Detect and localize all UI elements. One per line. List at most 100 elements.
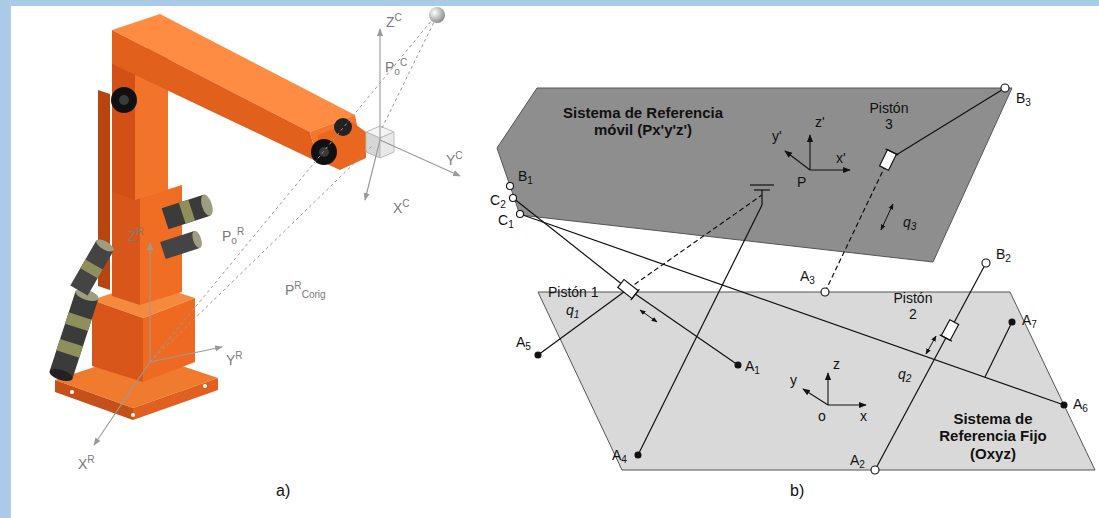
label-anchor: A3	[800, 268, 815, 287]
label-anchor: Pistón 3	[866, 100, 912, 132]
axis-label: z'	[815, 114, 825, 130]
label-part: A	[516, 334, 525, 350]
label-part: 6	[1082, 403, 1088, 414]
robot-arm	[203, 384, 207, 388]
label-anchor: C1	[498, 212, 514, 231]
coordinate-axes	[94, 29, 460, 445]
vector-lines	[150, 20, 434, 362]
point-label: B1	[518, 168, 533, 187]
joint-point	[517, 211, 524, 218]
frame-border	[0, 0, 1099, 6]
label-part: 3	[809, 275, 815, 286]
panel-letter: a)	[276, 482, 290, 500]
label-part: C	[455, 150, 462, 161]
coordinate-axes	[149, 243, 150, 362]
point-label: C2	[490, 192, 506, 211]
label-part: Z	[128, 228, 137, 244]
label-part: X	[393, 200, 402, 216]
label-anchor: B2	[996, 246, 1011, 265]
label-anchor: A4	[612, 447, 627, 466]
label-part: 3	[1025, 97, 1031, 108]
robot-arm	[119, 95, 129, 105]
label-anchor: b)	[790, 482, 804, 500]
reference-plane: Sistema de Referencia Fijo (Oxyz)	[538, 292, 1096, 471]
plane-shape	[497, 88, 1012, 262]
label-anchor: XC	[393, 198, 410, 216]
joint-point	[1009, 319, 1015, 325]
point-label: B3	[1016, 90, 1031, 109]
label-anchor: Pistón 1	[548, 284, 599, 300]
robot-arm	[112, 30, 318, 162]
robot-arm	[179, 200, 195, 224]
point-label: A3	[800, 268, 815, 287]
frame-border	[0, 0, 11, 518]
coordinate-axes	[379, 29, 380, 140]
point-label: A2	[850, 452, 865, 471]
robot-arm	[48, 366, 74, 383]
axis-label: ZR	[128, 226, 144, 244]
point-label: C1	[498, 212, 514, 231]
vector-lines	[150, 20, 432, 362]
label-anchor: PoC	[385, 57, 407, 77]
piston-label: Pistón 1	[548, 284, 599, 300]
label-anchor: q1	[566, 302, 579, 321]
label-anchor: z	[833, 356, 840, 372]
label-anchor: x'	[836, 150, 846, 166]
label-anchor: C2	[490, 192, 506, 211]
label-anchor: Pistón 2	[890, 290, 936, 322]
label-anchor: PRCorig	[285, 280, 326, 300]
label-part: 5	[525, 341, 531, 352]
vector-lines	[382, 22, 434, 128]
joint-point	[982, 259, 990, 267]
robot-arm	[143, 298, 195, 382]
axis-label: y	[790, 372, 797, 388]
label-part: q	[566, 302, 574, 318]
plane-shape	[538, 292, 1095, 470]
axis-label: ZC	[386, 12, 402, 30]
robot-arm	[191, 230, 204, 250]
coordinate-axes	[150, 347, 222, 362]
label-part: 7	[1031, 319, 1037, 330]
axis-label: XC	[393, 198, 410, 216]
label-part: R	[294, 280, 301, 291]
label-part: 2	[500, 199, 506, 210]
mechanism-links	[761, 190, 762, 205]
point-label: A4	[612, 447, 627, 466]
label-anchor: x	[860, 408, 867, 424]
coordinate-axes	[380, 140, 460, 176]
robot-arm	[80, 260, 102, 279]
axis-label: XR	[78, 454, 95, 472]
label-part: 2	[906, 373, 912, 384]
label-anchor: PoR	[222, 226, 244, 246]
robot-arm	[319, 147, 329, 157]
label-anchor: a)	[276, 482, 290, 500]
point-label: B2	[996, 246, 1011, 265]
label-anchor: B3	[1016, 90, 1031, 109]
robot-arm	[70, 237, 115, 295]
label-part: 1	[508, 219, 514, 230]
vector-label: PoC	[385, 57, 407, 77]
joint-point	[1001, 84, 1009, 92]
origin-label: o	[818, 408, 826, 424]
robot-arm	[112, 190, 140, 305]
label-part: R	[235, 350, 242, 361]
joint-point	[510, 195, 517, 202]
point-label: A6	[1073, 396, 1088, 415]
label-part: A	[612, 447, 621, 463]
label-part: 4	[621, 454, 627, 465]
robot-arm	[56, 339, 83, 358]
vector-label: PoR	[222, 226, 244, 246]
joint-point	[821, 288, 829, 296]
axis-label: x	[860, 408, 867, 424]
label-anchor: q2	[898, 366, 911, 385]
label-part: 3	[911, 221, 917, 232]
robot-arm	[70, 390, 74, 394]
robot-arm	[50, 291, 99, 378]
label-part: C	[490, 192, 500, 208]
joint-variable: q1	[566, 302, 579, 321]
joint-point	[635, 452, 641, 458]
label-part: C	[402, 198, 409, 209]
